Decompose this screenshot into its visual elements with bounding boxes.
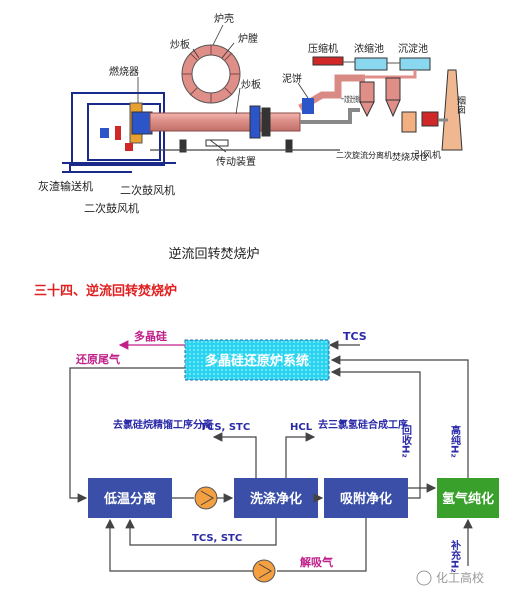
label-tcs-stc-top: TCS, STC <box>200 422 250 433</box>
label-burner: 燃烧器 <box>109 65 139 78</box>
leader-lines <box>137 24 309 153</box>
furnace-labels: 炉壳 炒板 炉膛 燃烧器 炒板 泥饼 压缩机 浓缩池 沉淀池 烟囱 一次旋流分离… <box>38 12 466 215</box>
pump-icon <box>252 559 276 583</box>
blower-icon <box>100 128 109 138</box>
label-chamber: 炉膛 <box>238 32 258 45</box>
box-wash-label: 洗涤净化 <box>250 491 302 507</box>
fan-icon <box>115 126 121 140</box>
box-reduction-furnace <box>184 339 330 381</box>
box-adsorb-label: 吸附净化 <box>340 491 392 507</box>
label-to-rectify: 去氯硅烷精馏工序分离 <box>113 418 213 431</box>
process-flow: 多晶硅还原炉系统 低温分离 洗涤净化 吸附净化 氢气纯化 <box>69 329 499 586</box>
label-sedimentation-tank: 沉淀池 <box>398 42 428 55</box>
box-wash-purify <box>234 478 318 518</box>
label-mud-cake: 泥饼 <box>282 72 302 85</box>
box-adsorb-purify <box>324 478 408 518</box>
label-copy-plate-2: 炒板 <box>241 78 261 91</box>
cyclone-1-icon <box>359 81 375 118</box>
label-high-h2: 高纯H₂ <box>449 424 461 458</box>
cyclone-2-icon <box>385 77 401 118</box>
compressor-icon <box>312 56 344 66</box>
kiln-supports <box>179 105 293 153</box>
induced-fan-icon <box>421 111 439 127</box>
label-to-synthesis: 去三氯氢硅合成工序 <box>318 418 408 431</box>
furnace-ring-icon <box>181 44 241 104</box>
furnace-diagram: 炉壳 炒板 炉膛 燃烧器 炒板 泥饼 压缩机 浓缩池 沉淀池 烟囱 一次旋流分离… <box>38 12 466 262</box>
pipe-link <box>363 70 417 79</box>
feed-pipe <box>298 74 365 124</box>
label-drive: 传动装置 <box>216 155 256 168</box>
section-title: 三十四、逆流回转焚烧炉 <box>34 283 177 299</box>
box-hydrogen-label: 氢气纯化 <box>442 491 494 507</box>
burner-body <box>131 111 153 135</box>
box-low-temp-separation <box>88 478 172 518</box>
sedimentation-tank-icon <box>399 57 431 71</box>
chimney-icon <box>441 69 463 151</box>
label-cyclone-2: 二次旋流分离机 <box>336 150 392 160</box>
label-ash-conveyor: 灰渣输送机 <box>38 179 93 193</box>
label-desorb-gas: 解吸气 <box>300 555 333 569</box>
label-ash-bin: 焚烧灰仓 <box>392 151 428 163</box>
box-hydrogen-purify <box>437 478 499 518</box>
box-reduction-furnace-label: 多晶硅还原炉系统 <box>205 353 309 369</box>
valve-icon <box>125 143 133 151</box>
label-recover-h2: 回收H₂ <box>400 425 412 458</box>
watermark: 化工高校 <box>416 570 484 586</box>
label-induced-fan: 引风机 <box>414 149 441 161</box>
label-concentration-tank: 浓缩池 <box>354 42 384 55</box>
label-shell: 炉壳 <box>214 12 234 25</box>
label-tcs-stc-bottom: TCS, STC <box>192 533 242 544</box>
label-secondary-blower: 二次鼓风机 <box>84 201 139 215</box>
burner-housing <box>62 92 176 173</box>
wechat-icon <box>416 570 432 586</box>
box-low-temp-label: 低温分离 <box>103 491 156 507</box>
diagram-caption: 逆流回转焚烧炉 <box>168 246 259 262</box>
label-hcl: HCL <box>290 422 313 433</box>
flow-lines <box>69 340 473 572</box>
rotary-kiln <box>149 112 301 132</box>
label-exhaust: 还原尾气 <box>75 352 120 366</box>
ash-bin-icon <box>401 111 417 133</box>
watermark-text: 化工高校 <box>436 570 484 585</box>
label-cyclone-1: 一次旋流分离机 <box>341 94 361 104</box>
label-chimney: 烟囱 <box>455 95 466 115</box>
label-compressor: 压缩机 <box>308 42 338 55</box>
label-tcs-in: TCS <box>343 330 367 343</box>
label-polysilicon: 多晶硅 <box>134 329 167 343</box>
label-makeup-h2: 补充H₂ <box>449 539 462 573</box>
label-copy-plate: 炒板 <box>170 38 190 51</box>
concentration-tank-icon <box>354 57 388 71</box>
pump-icon <box>194 486 218 510</box>
label-secondary-blower-2: 二次鼓风机 <box>120 183 175 197</box>
